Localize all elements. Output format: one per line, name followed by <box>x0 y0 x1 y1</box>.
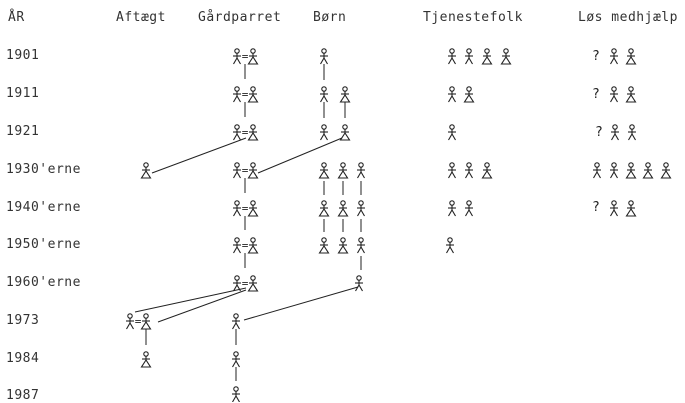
farm-couple-1921-wife-icon <box>247 124 259 141</box>
link-child-1921-to-farm <box>257 137 343 174</box>
servant-1911-b-icon <box>463 86 475 103</box>
row-label-1973: 1973 <box>6 313 40 328</box>
retired-couple-1973-marriage-sign: = <box>135 315 142 328</box>
servant-1950erne-a-icon <box>446 237 454 254</box>
servant-1940erne-b-icon <box>465 200 473 217</box>
helper-1901-a-icon <box>610 48 618 65</box>
figures <box>126 48 672 402</box>
child-1950erne-c-icon <box>357 237 365 254</box>
servant-1930erne-a-icon <box>448 162 456 179</box>
header-loes-medhjaelp: Løs medhjælp <box>578 10 678 25</box>
child-1940erne-c-icon <box>357 200 365 217</box>
link-child-1960erne-to-farm-1973 <box>243 286 359 321</box>
unknown-mark-1901: ? <box>592 49 600 64</box>
retired-woman-1984-icon <box>140 351 152 368</box>
farm-couple-1930erne-husband-icon <box>233 162 241 179</box>
farm-couple-1921-marriage-sign: = <box>242 126 249 139</box>
servant-1930erne-c-icon <box>481 162 493 179</box>
retired-couple-1973-husband-icon <box>126 313 134 330</box>
helper-1911-a-icon <box>610 86 618 103</box>
row-label-1940erne: 1940'erne <box>6 200 81 215</box>
servant-1930erne-b-icon <box>465 162 473 179</box>
retired-couple-1973-wife-icon <box>140 313 152 330</box>
row-label-1921: 1921 <box>6 124 40 139</box>
farm-couple-1901-marriage-sign: = <box>242 50 249 63</box>
child-1950erne-b-icon <box>337 237 349 254</box>
helper-1911-b-icon <box>625 86 637 103</box>
header-gaardparret: Gårdparret <box>198 10 282 25</box>
farm-couple-1911-marriage-sign: = <box>242 88 249 101</box>
child-1911-a-icon <box>320 86 328 103</box>
helper-1930erne-d-icon <box>642 162 654 179</box>
helper-1921-b-icon <box>628 124 636 141</box>
helper-1930erne-c-icon <box>625 162 637 179</box>
farm-couple-1950erne-wife-icon <box>247 237 259 254</box>
row-label-1930erne: 1930'erne <box>6 162 81 177</box>
child-1921-b-icon <box>339 124 351 141</box>
child-1911-b-icon <box>339 86 351 103</box>
row-label-1960erne: 1960'erne <box>6 275 81 290</box>
header-aftaegt: Aftægt <box>116 10 166 25</box>
unknown-mark-1940erne: ? <box>592 200 600 215</box>
farm-couple-1930erne-wife-icon <box>247 162 259 179</box>
servant-1911-a-icon <box>448 86 456 103</box>
servant-1901-c-icon <box>481 48 493 65</box>
farm-couple-1921-husband-icon <box>233 124 241 141</box>
child-1930erne-b-icon <box>337 162 349 179</box>
farm-couple-1960erne-marriage-sign: = <box>242 277 249 290</box>
farm-couple-1940erne-husband-icon <box>233 200 241 217</box>
helper-1940erne-b-icon <box>625 200 637 217</box>
farm-owner-1973-icon <box>232 313 240 330</box>
child-1960erne-icon <box>355 275 363 292</box>
farm-couple-1960erne-husband-icon <box>233 275 241 292</box>
helper-1930erne-b-icon <box>610 162 618 179</box>
farm-couple-1901-husband-icon <box>233 48 241 65</box>
servant-1940erne-a-icon <box>448 200 456 217</box>
child-1940erne-a-icon <box>318 200 330 217</box>
servant-1901-b-icon <box>465 48 473 65</box>
servant-1901-d-icon <box>500 48 512 65</box>
farm-couple-1950erne-marriage-sign: = <box>242 239 249 252</box>
farm-couple-1911-wife-icon <box>247 86 259 103</box>
unknown-mark-1921: ? <box>595 125 603 140</box>
helper-1940erne-a-icon <box>610 200 618 217</box>
child-1940erne-b-icon <box>337 200 349 217</box>
servant-1921-a-icon <box>448 124 456 141</box>
child-1930erne-c-icon <box>357 162 365 179</box>
farm-couple-1930erne-marriage-sign: = <box>242 164 249 177</box>
link-retired-1973 <box>157 289 247 323</box>
farm-couple-1940erne-wife-icon <box>247 200 259 217</box>
link-couple-1960erne-retires <box>134 287 247 313</box>
retired-woman-1930erne-icon <box>140 162 152 179</box>
helper-1921-a-icon <box>611 124 619 141</box>
header-year: ÅR <box>8 10 25 25</box>
connector-lines <box>134 64 362 381</box>
child-1921-a-icon <box>320 124 328 141</box>
row-label-1901: 1901 <box>6 48 40 63</box>
unknown-mark-1911: ? <box>592 87 600 102</box>
farm-owner-1987-icon <box>232 386 240 402</box>
farm-owner-1984-icon <box>232 351 240 368</box>
child-1930erne-a-icon <box>318 162 330 179</box>
row-label-1911: 1911 <box>6 86 40 101</box>
helper-1930erne-a-icon <box>593 162 601 179</box>
row-label-1987: 1987 <box>6 388 40 403</box>
row-label-1984: 1984 <box>6 351 40 366</box>
farm-couple-1950erne-husband-icon <box>233 237 241 254</box>
marriage-signs: = = = = = = = = <box>135 50 249 328</box>
link-aftaegt-1930erne <box>151 137 247 174</box>
farm-couple-1911-husband-icon <box>233 86 241 103</box>
row-label-1950erne: 1950'erne <box>6 237 81 252</box>
helper-1901-b-icon <box>625 48 637 65</box>
header-boern: Børn <box>313 10 347 25</box>
farm-couple-1901-wife-icon <box>247 48 259 65</box>
header-tjenestefolk: Tjenestefolk <box>423 10 523 25</box>
helper-1930erne-e-icon <box>660 162 672 179</box>
farm-couple-1960erne-wife-icon <box>247 275 259 292</box>
servant-1901-a-icon <box>448 48 456 65</box>
child-1901-icon <box>320 48 328 65</box>
child-1950erne-a-icon <box>318 237 330 254</box>
farm-couple-1940erne-marriage-sign: = <box>242 202 249 215</box>
